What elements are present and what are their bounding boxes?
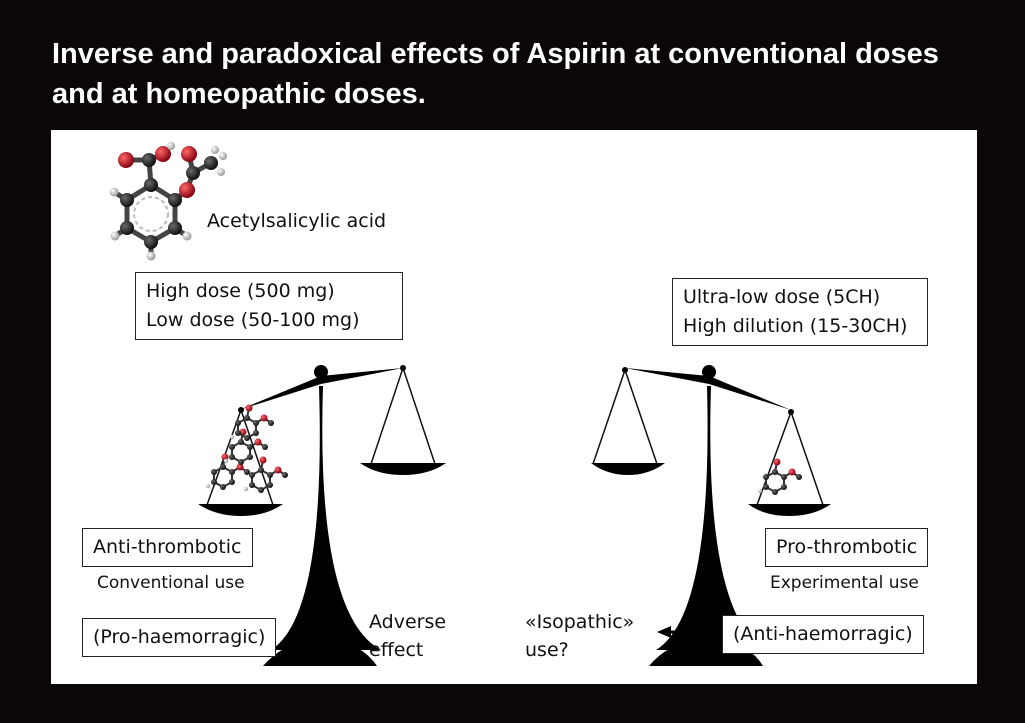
right-effect-box: Pro-thrombotic: [765, 528, 929, 567]
left-side-effect-label: (Pro-haemorragic): [93, 626, 266, 648]
molecule-label: Acetylsalicylic acid: [207, 210, 387, 232]
title-line-2: and at homeopathic doses.: [52, 78, 426, 110]
aspirin-molecule-icon: [109, 142, 227, 261]
isopathic-use-line-2: use?: [525, 639, 569, 661]
diagram-canvas: [109, 142, 831, 666]
left-effect-box: Anti-thrombotic: [82, 528, 253, 567]
left-dose-line-2: Low dose (50-100 mg): [146, 309, 360, 331]
right-dose-line-2: High dilution (15-30CH): [683, 315, 908, 337]
right-side-effect-box: (Anti-haemorragic): [722, 615, 924, 654]
left-dose-line-1: High dose (500 mg): [146, 280, 335, 302]
page-title: Inverse and paradoxical effects of Aspir…: [52, 34, 1002, 114]
left-use-label: Conventional use: [97, 573, 245, 593]
adverse-effect-line-2: effect: [369, 639, 424, 661]
diagram-panel: Acetylsalicylic acid High dose (500 mg) …: [51, 130, 977, 684]
title-line-1: Inverse and paradoxical effects of Aspir…: [52, 38, 939, 70]
arrow-left-icon: [657, 626, 707, 638]
arrow-right-icon: [297, 629, 347, 641]
adverse-effect-text: Adverse effect: [369, 608, 446, 664]
adverse-effect-line-1: Adverse: [369, 611, 447, 633]
left-dose-box: High dose (500 mg) Low dose (50-100 mg): [135, 272, 403, 340]
right-side-effect-label: (Anti-haemorragic): [733, 623, 913, 645]
right-dose-box: Ultra-low dose (5CH) High dilution (15-3…: [672, 278, 928, 346]
isopathic-use-line-1: «Isopathic»: [525, 611, 635, 633]
left-effect-label: Anti-thrombotic: [93, 536, 242, 558]
right-dose-line-1: Ultra-low dose (5CH): [683, 286, 881, 308]
right-effect-label: Pro-thrombotic: [776, 536, 918, 558]
left-balance-scale-icon: [198, 365, 446, 666]
isopathic-use-text: «Isopathic» use?: [525, 608, 634, 664]
left-side-effect-box: (Pro-haemorragic): [82, 618, 277, 657]
right-use-label: Experimental use: [770, 573, 919, 593]
